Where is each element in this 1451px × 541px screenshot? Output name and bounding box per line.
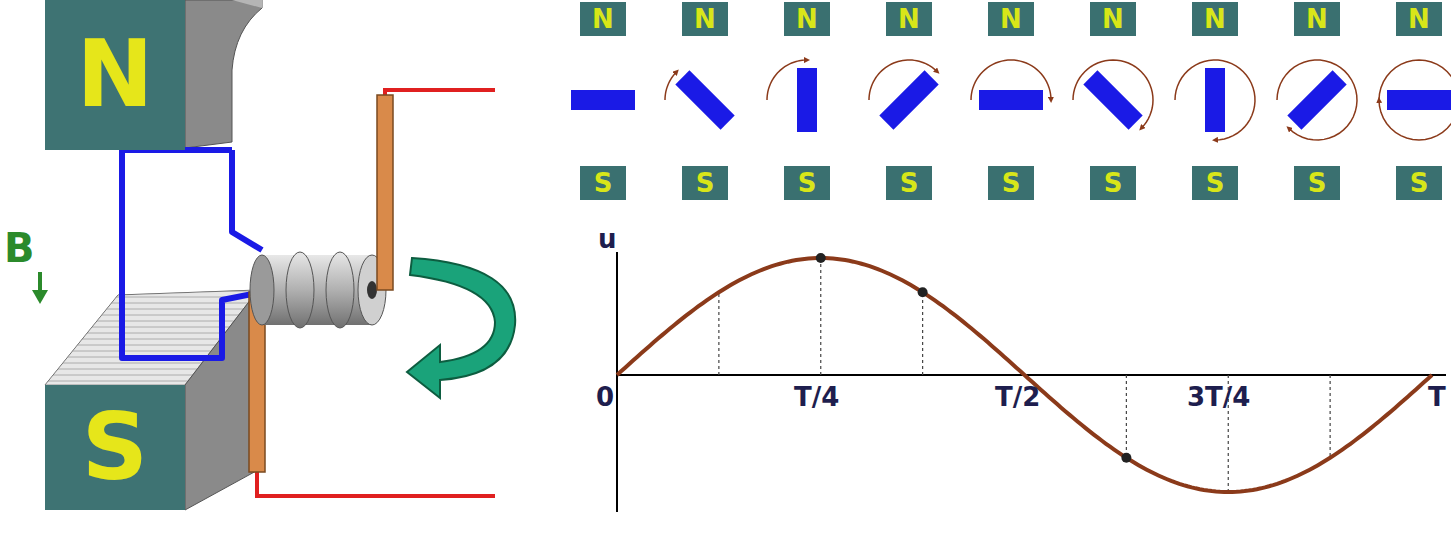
magnet-pole: S bbox=[682, 166, 728, 200]
conductor-bar bbox=[1287, 70, 1346, 129]
rotation-arc bbox=[1379, 60, 1451, 140]
pole-letter: N bbox=[1408, 6, 1430, 32]
pole-letter: S bbox=[1104, 170, 1123, 196]
guide-line bbox=[1330, 375, 1331, 458]
rotation-arrow bbox=[407, 258, 515, 398]
guide-line bbox=[922, 292, 923, 375]
magnet-pole: S bbox=[1294, 166, 1340, 200]
magnet-pole: N bbox=[988, 2, 1034, 36]
guide-line bbox=[820, 258, 821, 375]
axis-tick: T bbox=[1428, 384, 1446, 410]
conductor-bar bbox=[1205, 68, 1225, 132]
curve-dot bbox=[816, 253, 826, 263]
pole-letter: S bbox=[82, 402, 148, 494]
pole-letter: S bbox=[1308, 170, 1327, 196]
curve-dot bbox=[1121, 453, 1131, 463]
conductor-bar bbox=[979, 90, 1043, 110]
pole-letter: N bbox=[1306, 6, 1328, 32]
magnet-pole: N bbox=[1192, 2, 1238, 36]
magnet-pole: N bbox=[45, 0, 185, 150]
pole-letter: S bbox=[1206, 170, 1225, 196]
magnet-pole: N bbox=[1396, 2, 1442, 36]
pole-letter: S bbox=[696, 170, 715, 196]
conductor-bar bbox=[1083, 70, 1142, 129]
magnet-pole: S bbox=[784, 166, 830, 200]
north-magnet-body bbox=[185, 0, 262, 148]
conductor-bar bbox=[879, 70, 938, 129]
magnet-pole: N bbox=[784, 2, 830, 36]
magnet-pole: S bbox=[886, 166, 932, 200]
guide-line bbox=[718, 292, 719, 375]
magnet-pole: S bbox=[1192, 166, 1238, 200]
axis-tick: T/2 bbox=[995, 384, 1040, 410]
curve-dot bbox=[918, 287, 928, 297]
magnet-pole: S bbox=[1396, 166, 1442, 200]
pole-letter: N bbox=[694, 6, 716, 32]
magnet-pole: N bbox=[580, 2, 626, 36]
axis-label: u bbox=[598, 226, 617, 252]
pole-letter: N bbox=[1102, 6, 1124, 32]
rotation-arc bbox=[665, 72, 677, 100]
magnet-pole: N bbox=[1090, 2, 1136, 36]
magnet-pole: N bbox=[1294, 2, 1340, 36]
rotation-arc bbox=[1277, 60, 1357, 140]
magnet-pole: N bbox=[886, 2, 932, 36]
pole-letter: S bbox=[1002, 170, 1021, 196]
magnet-pole: N bbox=[682, 2, 728, 36]
pole-letter: S bbox=[1410, 170, 1429, 196]
pole-letter: N bbox=[1204, 6, 1226, 32]
guide-line bbox=[1126, 375, 1127, 458]
wire bbox=[385, 90, 495, 97]
rotation-arc bbox=[1175, 60, 1255, 140]
axis-tick: 3T/4 bbox=[1187, 384, 1250, 410]
pole-letter: S bbox=[900, 170, 919, 196]
axis-tick: T/4 bbox=[794, 384, 839, 410]
pole-letter: N bbox=[592, 6, 614, 32]
conductor-bar bbox=[571, 90, 635, 110]
pole-letter: N bbox=[77, 29, 154, 121]
conductor-bar bbox=[675, 70, 734, 129]
pole-letter: S bbox=[594, 170, 613, 196]
pole-letter: S bbox=[798, 170, 817, 196]
voltage-graph bbox=[617, 252, 1446, 512]
pole-letter: N bbox=[796, 6, 818, 32]
conductor-bar bbox=[1387, 90, 1451, 110]
pole-letter: N bbox=[1000, 6, 1022, 32]
magnet-pole: S bbox=[45, 385, 185, 510]
coil-loop bbox=[122, 150, 262, 358]
axis-tick: 0 bbox=[596, 384, 614, 410]
south-magnet-body bbox=[45, 290, 258, 510]
sine-curve bbox=[617, 258, 1432, 492]
pole-letter: N bbox=[898, 6, 920, 32]
slip-rings bbox=[250, 252, 386, 328]
magnet-pole: S bbox=[580, 166, 626, 200]
wire bbox=[257, 470, 495, 496]
field-arrow bbox=[32, 272, 48, 304]
field-label: B bbox=[4, 228, 35, 268]
conductor-bar bbox=[797, 68, 817, 132]
magnet-pole: S bbox=[1090, 166, 1136, 200]
magnet-pole: S bbox=[988, 166, 1034, 200]
brush bbox=[377, 95, 393, 290]
